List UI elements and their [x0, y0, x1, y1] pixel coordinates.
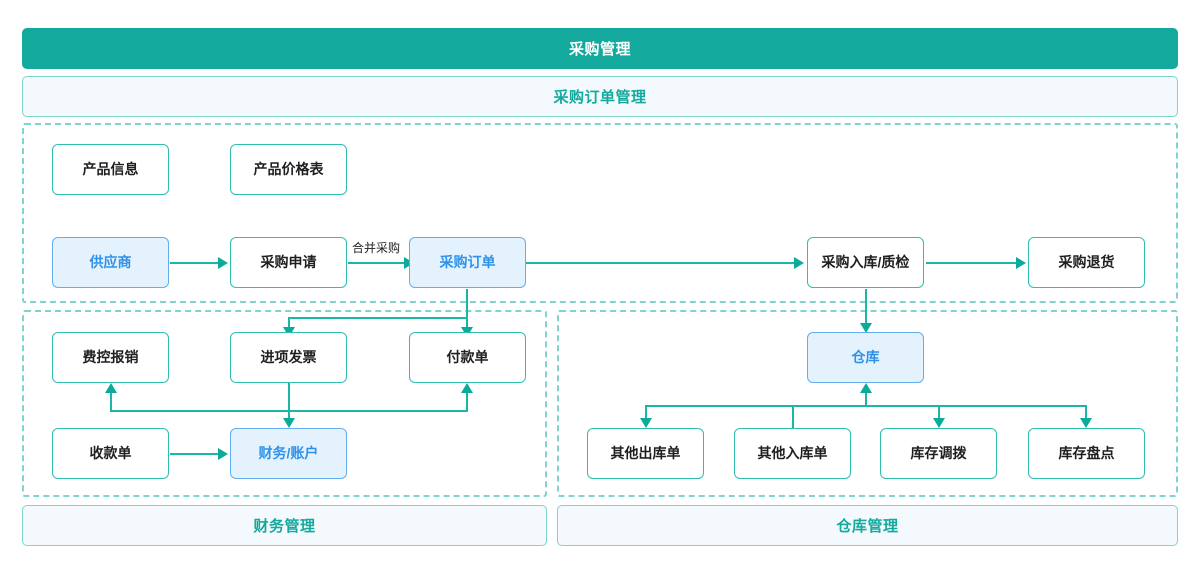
edge-bus-up-to-expense-claim — [110, 392, 112, 411]
edge-order-to-inbound — [526, 262, 798, 264]
node-label-other-inbound: 其他入库单 — [757, 445, 828, 462]
node-stock-count[interactable]: 库存盘点 — [1028, 428, 1145, 479]
arrowhead-order-to-inbound — [794, 257, 804, 269]
purchase-order-management-banner: 采购订单管理 — [22, 76, 1178, 117]
edge-inbound-to-warehouse — [865, 289, 867, 327]
edge-bus-to-payment-order — [466, 317, 468, 331]
edge-order-down-trunk — [466, 289, 468, 318]
arrowhead-to-stock-count — [1080, 418, 1092, 428]
finance-management-banner: 财务管理 — [22, 505, 547, 546]
node-label-stock-transfer: 库存调拨 — [910, 445, 967, 462]
arrowhead-to-stock-transfer — [933, 418, 945, 428]
arrowhead-to-warehouse — [860, 323, 872, 333]
node-stock-transfer[interactable]: 库存调拨 — [880, 428, 997, 479]
arrowhead-inbound-to-return — [1016, 257, 1026, 269]
edge-other-inbound-to-bus — [792, 405, 794, 428]
node-label-stock-count: 库存盘点 — [1058, 445, 1115, 462]
edge-invoice-to-account — [288, 379, 290, 423]
arrowhead-to-payment-order-up — [461, 383, 473, 393]
arrowhead-bus-to-warehouse — [860, 383, 872, 393]
node-finance-account[interactable]: 财务/账户 — [230, 428, 347, 479]
section-title-order: 采购订单管理 — [553, 89, 647, 106]
node-purchase-order[interactable]: 采购订单 — [409, 237, 526, 288]
node-input-invoice[interactable]: 进项发票 — [230, 332, 347, 383]
warehouse-group-container — [557, 310, 1178, 497]
edge-receipt-to-account — [170, 453, 220, 455]
node-label-payment-order: 付款单 — [446, 349, 489, 366]
node-label-expense-claim: 费控报销 — [82, 349, 139, 366]
edge-bus-up-to-warehouse — [865, 392, 867, 406]
edge-bus-up-to-payment-order — [466, 392, 468, 411]
finance-group-container — [22, 310, 547, 497]
section-title-finance: 财务管理 — [253, 518, 316, 535]
edge-order-bus-to-finance — [288, 317, 468, 319]
node-product-info[interactable]: 产品信息 — [52, 144, 169, 195]
node-purchase-inbound-inspection[interactable]: 采购入库/质检 — [807, 237, 924, 288]
edge-label-merge-purchase: 合并采购 — [350, 239, 403, 256]
arrowhead-invoice-to-account — [283, 418, 295, 428]
order-group-container — [22, 123, 1178, 303]
node-label-purchase-order: 采购订单 — [439, 254, 496, 271]
node-label-purchase-return: 采购退货 — [1058, 254, 1115, 271]
node-label-receipt-order: 收款单 — [89, 445, 132, 462]
edge-supplier-to-request — [170, 262, 220, 264]
edge-bus-to-stock-count — [1085, 405, 1087, 423]
node-label-product-info: 产品信息 — [82, 161, 139, 178]
node-purchase-return[interactable]: 采购退货 — [1028, 237, 1145, 288]
node-warehouse[interactable]: 仓库 — [807, 332, 924, 383]
node-purchase-request[interactable]: 采购申请 — [230, 237, 347, 288]
arrowhead-receipt-to-account — [218, 448, 228, 460]
node-receipt-order[interactable]: 收款单 — [52, 428, 169, 479]
edge-request-to-order — [348, 262, 410, 264]
node-label-input-invoice: 进项发票 — [260, 349, 317, 366]
node-payment-order[interactable]: 付款单 — [409, 332, 526, 383]
arrowhead-supplier-to-request — [218, 257, 228, 269]
node-expense-claim[interactable]: 费控报销 — [52, 332, 169, 383]
edge-inbound-to-return — [926, 262, 1020, 264]
node-label-supplier: 供应商 — [89, 254, 132, 271]
edge-bus-to-input-invoice — [288, 317, 290, 331]
edge-bus-to-other-outbound — [645, 405, 647, 423]
edge-bus-to-stock-transfer — [938, 405, 940, 423]
main-title-banner: 采购管理 — [22, 28, 1178, 69]
node-other-inbound[interactable]: 其他入库单 — [734, 428, 851, 479]
node-supplier[interactable]: 供应商 — [52, 237, 169, 288]
node-label-purchase-inbound-inspection: 采购入库/质检 — [821, 254, 910, 271]
arrowhead-to-other-outbound — [640, 418, 652, 428]
arrowhead-to-expense-claim — [105, 383, 117, 393]
warehouse-management-banner: 仓库管理 — [557, 505, 1178, 546]
node-label-warehouse: 仓库 — [851, 349, 880, 366]
node-label-other-outbound: 其他出库单 — [610, 445, 681, 462]
node-label-product-price-list: 产品价格表 — [253, 161, 324, 178]
node-label-finance-account: 财务/账户 — [258, 445, 319, 462]
node-label-purchase-request: 采购申请 — [260, 254, 317, 271]
page-title: 采购管理 — [568, 41, 631, 58]
node-product-price-list[interactable]: 产品价格表 — [230, 144, 347, 195]
edge-finance-return-bus — [110, 410, 468, 412]
node-other-outbound[interactable]: 其他出库单 — [587, 428, 704, 479]
section-title-warehouse: 仓库管理 — [836, 518, 899, 535]
